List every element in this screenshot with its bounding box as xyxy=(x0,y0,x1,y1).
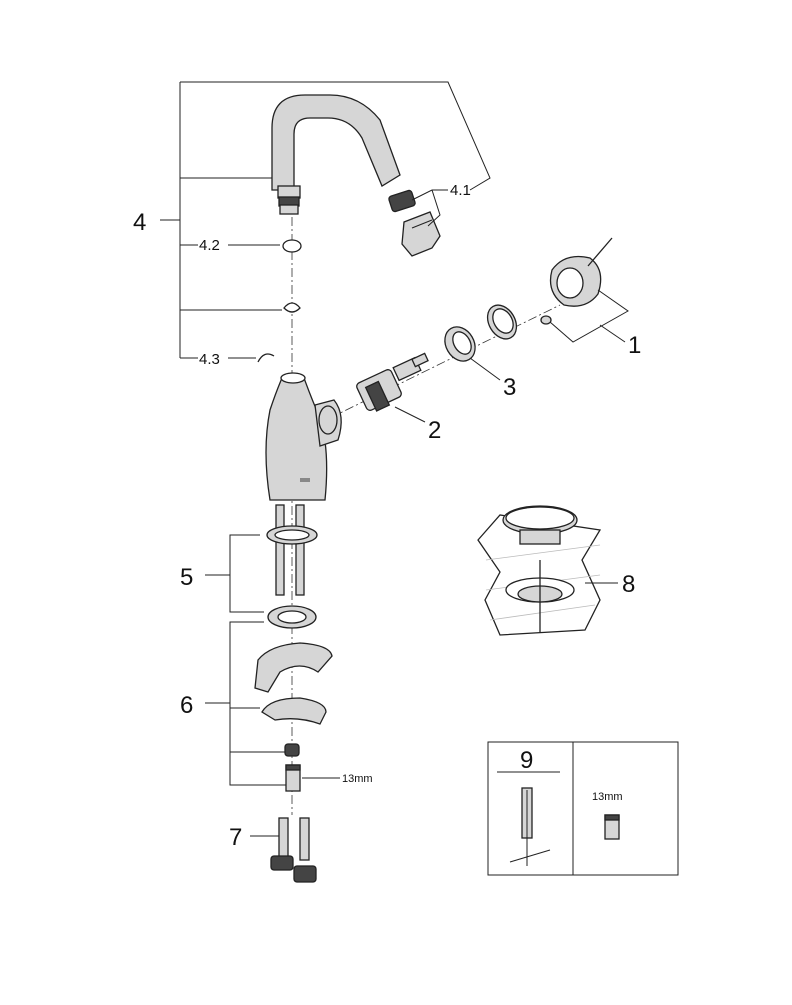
o-ring-part-4-2 xyxy=(282,239,302,253)
cartridge-part-2 xyxy=(356,352,429,412)
spout xyxy=(271,94,401,215)
label-part-5: 5 xyxy=(180,564,193,591)
aerator-part-4-1 xyxy=(388,189,441,257)
label-part-4-2: 4.2 xyxy=(199,237,220,254)
mounting-rod-part-5 xyxy=(266,504,318,596)
tap-body xyxy=(265,372,342,501)
label-nut-size-kit: 13mm xyxy=(592,791,623,803)
label-part-1: 1 xyxy=(628,332,641,359)
mounting-set-part-6 xyxy=(254,605,333,792)
rings-part-3 xyxy=(444,304,518,362)
label-part-4-1: 4.1 xyxy=(450,182,471,199)
handle-part-1 xyxy=(540,237,613,325)
label-part-7: 7 xyxy=(229,824,242,851)
label-part-8: 8 xyxy=(622,571,635,598)
retaining-clip-part-4-3 xyxy=(257,353,275,363)
waste-part-8 xyxy=(477,505,602,636)
label-part-6: 6 xyxy=(180,692,193,719)
label-part-4: 4 xyxy=(133,209,146,236)
tool-kit-box-part-9 xyxy=(487,741,679,876)
leader-lines xyxy=(160,81,629,837)
label-nut-size-main: 13mm xyxy=(342,773,373,785)
label-part-2: 2 xyxy=(428,417,441,444)
clip-ring xyxy=(283,302,301,313)
label-part-4-3: 4.3 xyxy=(199,351,220,368)
label-part-3: 3 xyxy=(503,374,516,401)
label-part-9: 9 xyxy=(520,747,533,774)
hoses-part-7 xyxy=(270,817,317,883)
